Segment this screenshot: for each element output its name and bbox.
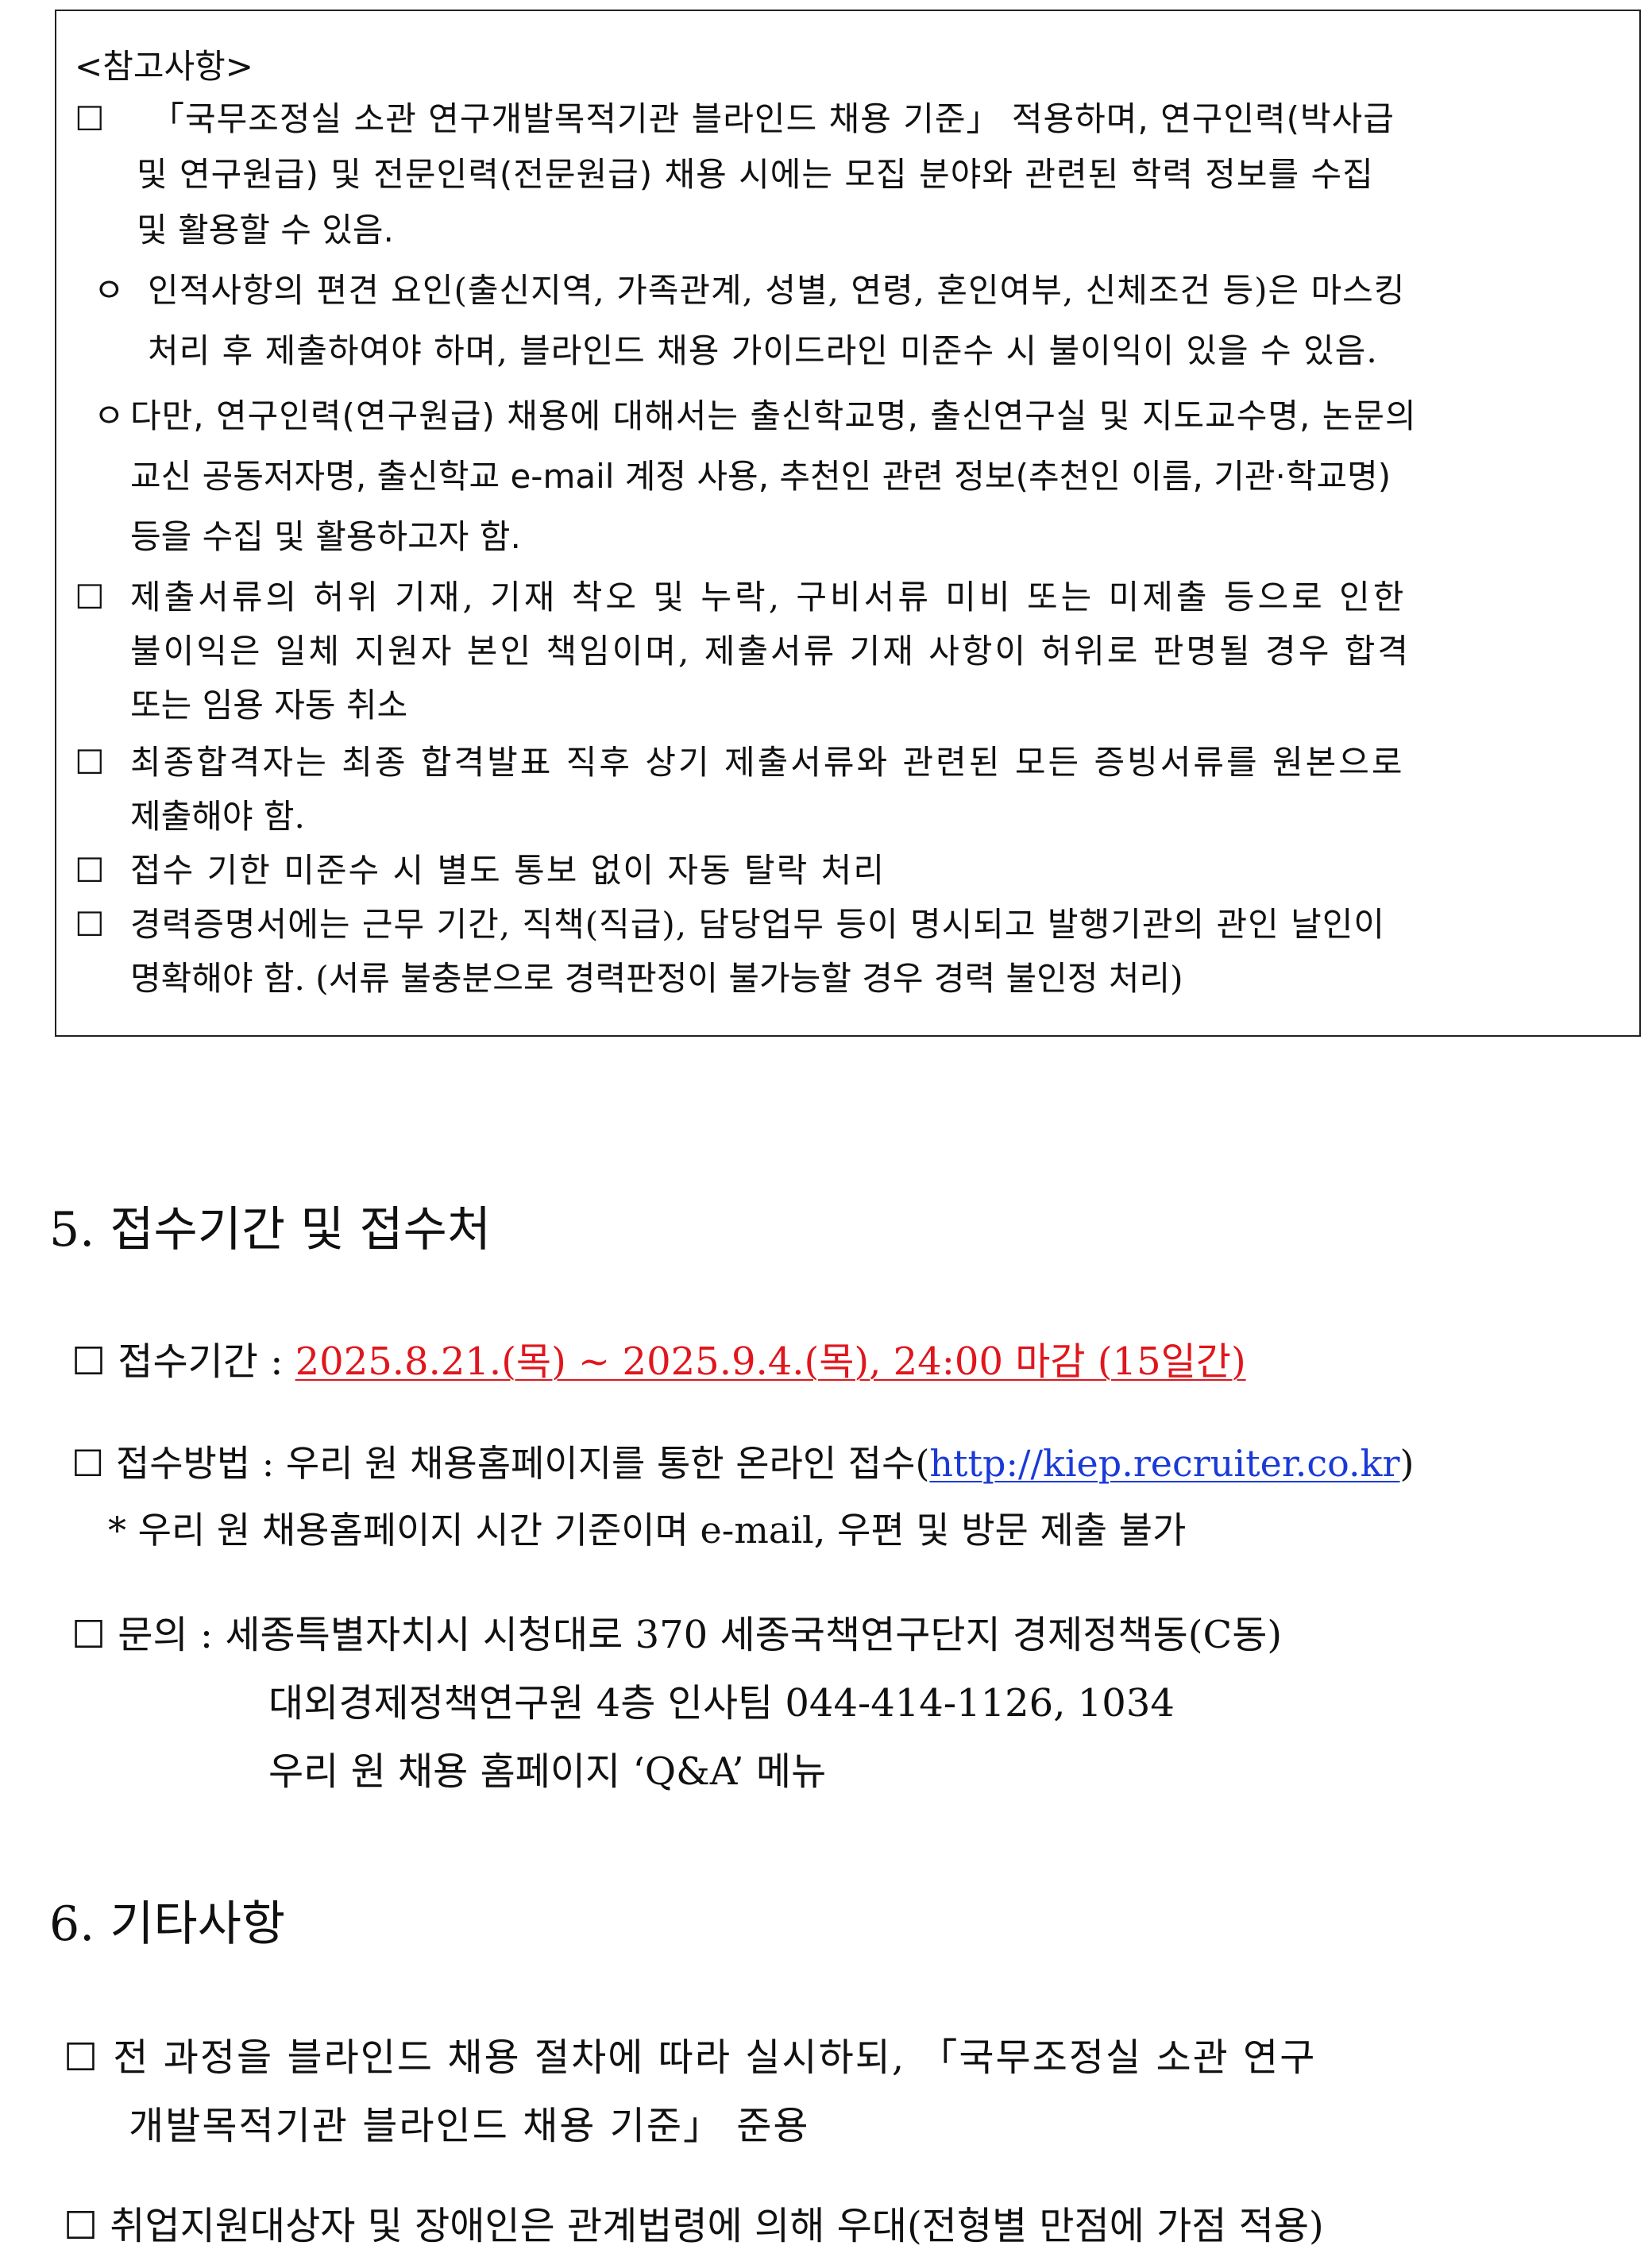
notes-item-6-bullet: ☐ (75, 905, 105, 944)
notes-item-4-bullet: ☐ (75, 743, 105, 782)
notes-item-1-line-0: 인적사항의 편견 요인(출신지역, 가족관계, 성별, 연령, 혼인여부, 신체… (148, 271, 1406, 310)
notes-item-3-line-1: 불이익은 일체 지원자 본인 책임이며, 제출서류 기재 사항이 허위로 판명될… (130, 632, 1411, 671)
contact-line-1: 대외경제정책연구원 4층 인사팀 044-414-1126, 1034 (268, 1681, 1175, 1726)
section5-title: 5. 접수기간 및 접수처 (49, 1202, 492, 1258)
notes-item-2-line-0: 다만, 연구인력(연구원급) 채용에 대해서는 출신학교명, 출신연구실 및 지… (130, 396, 1417, 435)
recruit-link[interactable]: http://kiep.recruiter.co.kr (929, 1442, 1400, 1485)
notes-item-2-line-1: 교신 공동저자명, 출신학교 e-mail 계정 사용, 추천인 관련 정보(추… (130, 457, 1391, 496)
notes-item-0-line-2: 및 활용할 수 있음. (137, 211, 394, 249)
notes-item-5-line-0: 접수 기한 미준수 시 별도 통보 없이 자동 탈락 처리 (130, 851, 886, 890)
notes-item-0-line-1: 및 연구원급) 및 전문인력(전문원급) 채용 시에는 모집 분야와 관련된 학… (137, 155, 1374, 194)
etc-item-1-bullet: ☐ (64, 2204, 98, 2248)
method-suffix: ) (1399, 1442, 1415, 1485)
notes-item-3-line-2: 또는 임용 자동 취소 (130, 686, 408, 725)
notes-item-6-line-1: 명확해야 함. (서류 불충분으로 경력판정이 불가능할 경우 경력 불인정 처… (130, 959, 1183, 998)
notes-item-0-line-0: 「국무조정실 소관 연구개발목적기관 블라인드 채용 기준」 적용하며, 연구인… (151, 99, 1395, 138)
etc-item-0-line-1: 개발목적기관 블라인드 채용 기준」 준용 (129, 2104, 810, 2148)
period-bullet: ☐ (71, 1339, 106, 1384)
etc-item-0-bullet: ☐ (64, 2035, 100, 2080)
notes-heading: <참고사항> (75, 47, 253, 86)
notes-box (55, 10, 1641, 1037)
contact-line-2: 우리 원 채용 홈페이지 ‘Q&A’ 메뉴 (268, 1749, 827, 1794)
contact-line-0: 세종특별자치시 시청대로 370 세종국책연구단지 경제정책동(C동) (225, 1613, 1283, 1657)
notes-item-2-bullet: ㅇ (94, 396, 125, 435)
notes-item-0-bullet: ☐ (75, 99, 105, 138)
notes-item-4-line-0: 최종합격자는 최종 합격발표 직후 상기 제출서류와 관련된 모든 증빙서류를 … (130, 743, 1405, 782)
contact-label: 문의 : (118, 1613, 214, 1657)
notes-item-2-line-2: 등을 수집 및 활용하고자 함. (130, 517, 521, 556)
method-note: * 우리 원 채용홈페이지 시간 기준이며 e-mail, 우편 및 방문 제출… (108, 1509, 1187, 1552)
notes-item-3-line-0: 제출서류의 허위 기재, 기재 착오 및 누락, 구비서류 미비 또는 미제출 … (130, 578, 1407, 616)
notes-item-4-line-1: 제출해야 함. (130, 797, 305, 836)
method-label: 접수방법 : 우리 원 채용홈페이지를 통한 온라인 접수( (115, 1442, 930, 1485)
contact-bullet: ☐ (71, 1613, 106, 1657)
method-bullet: ☐ (71, 1442, 105, 1485)
period-value: 2025.8.21.(목) ~ 2025.9.4.(목), 24:00 마감 (… (295, 1339, 1246, 1384)
notes-item-3-bullet: ☐ (75, 578, 105, 616)
etc-item-0-line-0: 전 과정을 블라인드 채용 절차에 따라 실시하되, 「국무조정실 소관 연구 (113, 2035, 1317, 2080)
etc-item-1-line-0: 취업지원대상자 및 장애인은 관계법령에 의해 우대(전형별 만점에 가점 적용… (110, 2204, 1324, 2248)
notes-item-1-bullet: ㅇ (94, 271, 125, 310)
section6-title: 6. 기타사항 (49, 1896, 286, 1952)
period-label: 접수기간 : (118, 1339, 284, 1384)
notes-item-5-bullet: ☐ (75, 851, 105, 890)
notes-item-1-line-1: 처리 후 제출하여야 하며, 블라인드 채용 가이드라인 미준수 시 불이익이 … (148, 331, 1378, 370)
notes-item-6-line-0: 경력증명서에는 근무 기간, 직책(직급), 담당업무 등이 명시되고 발행기관… (130, 905, 1386, 944)
